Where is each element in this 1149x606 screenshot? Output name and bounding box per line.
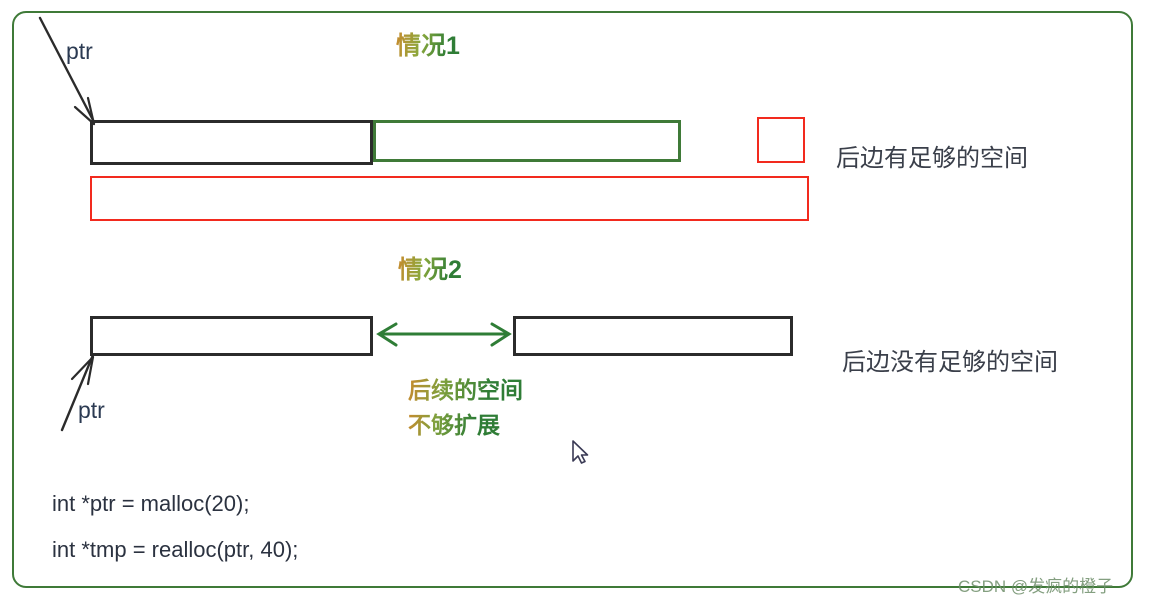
case2-right-note: 后边没有足够的空间 [842,348,1058,376]
watermark: CSDN @发疯的橙子 [958,577,1114,596]
case2-neighbor-block [513,316,793,356]
case1-free-space-block [373,120,681,162]
case1-allocated-block [90,120,373,165]
code-line-malloc: int *ptr = malloc(20); [52,491,250,516]
case2-gap-note-line1: 后续的空间 [408,375,523,406]
case1-right-note: 后边有足够的空间 [836,144,1028,172]
case2-gap-note-line2: 不够扩展 [408,410,500,441]
case1-expanded-block [90,176,809,221]
code-line-realloc: int *tmp = realloc(ptr, 40); [52,537,299,562]
case1-ptr-label: ptr [66,38,93,64]
case2-title: 情况2 [398,254,462,288]
diagram-frame-border [12,11,1133,588]
case2-allocated-block [90,316,373,356]
case1-extra-red-square [757,117,805,163]
case2-ptr-label: ptr [78,397,105,423]
case1-title: 情况1 [396,30,460,64]
